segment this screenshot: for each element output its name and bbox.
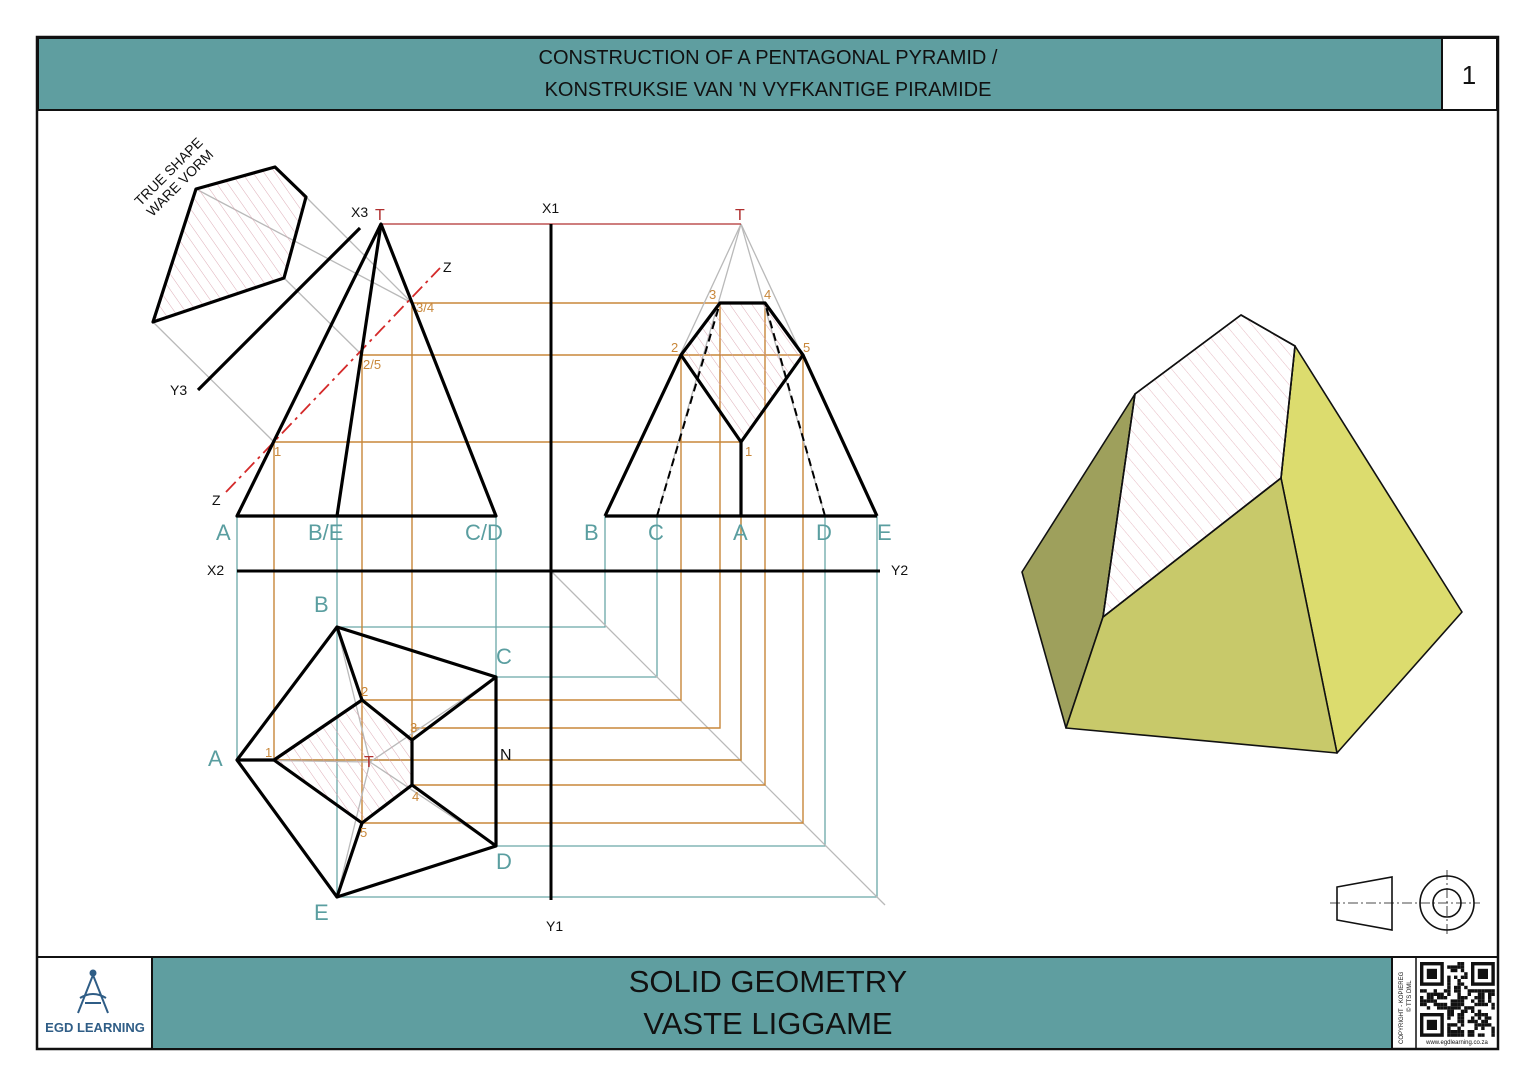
front-label-cd: C/D xyxy=(465,520,503,545)
label-z-bottom: Z xyxy=(212,492,221,508)
footer-band xyxy=(152,958,1392,1048)
side-point-3: 3 xyxy=(709,287,716,302)
qr-code-icon xyxy=(1419,961,1496,1038)
side-point-4: 4 xyxy=(764,287,771,302)
top-point-1: 1 xyxy=(265,745,272,760)
header: CONSTRUCTION OF A PENTAGONAL PYRAMID / K… xyxy=(37,37,1498,111)
logo-text: EGD LEARNING xyxy=(45,1020,145,1035)
side-section xyxy=(679,301,805,444)
title-line-2: KONSTRUKSIE VAN 'N VYFKANTIGE PIRAMIDE xyxy=(545,79,992,101)
label-y1: Y1 xyxy=(546,918,563,934)
side-apex-label: T xyxy=(735,207,745,224)
footer: SOLID GEOMETRY VASTE LIGGAME EGD LEARNIN… xyxy=(37,956,1498,1049)
title-line-1: CONSTRUCTION OF A PENTAGONAL PYRAMID / xyxy=(539,47,998,69)
reference-axes: X1 Y1 X2 Y2 X3 Y3 Z Z xyxy=(170,200,908,934)
side-label-d: D xyxy=(816,520,832,545)
front-view: T A B/E C/D 1 2/5 3/4 xyxy=(216,207,503,545)
side-label-c: C xyxy=(648,520,664,545)
top-label-c: C xyxy=(496,644,512,669)
pictorial-solid xyxy=(1021,314,1463,754)
front-label-be: B/E xyxy=(308,520,343,545)
label-y3: Y3 xyxy=(170,382,187,398)
footer-line-1: SOLID GEOMETRY xyxy=(629,964,908,999)
copyright-text: COPYRIGHT - KOPIEREG xyxy=(1399,971,1405,1044)
front-label-a: A xyxy=(216,520,231,545)
top-label-e: E xyxy=(314,900,329,925)
label-y2: Y2 xyxy=(891,562,908,578)
sheet-number: 1 xyxy=(1462,60,1476,90)
cutting-plane xyxy=(225,267,441,493)
side-label-e: E xyxy=(877,520,892,545)
axis-x3-y3 xyxy=(196,226,362,392)
website-text: www.egdlearning.co.za xyxy=(1425,1040,1488,1046)
label-x2: X2 xyxy=(207,562,224,578)
top-label-n: N xyxy=(500,747,512,764)
side-point-1: 1 xyxy=(745,444,752,459)
label-x1: X1 xyxy=(542,200,559,216)
top-point-2: 2 xyxy=(361,684,368,699)
side-label-b: B xyxy=(584,520,599,545)
front-point-25: 2/5 xyxy=(363,357,381,372)
top-label-a: A xyxy=(208,746,223,771)
label-x3: X3 xyxy=(351,204,368,220)
true-shape-section xyxy=(151,165,308,324)
top-label-d: D xyxy=(496,849,512,874)
front-apex-label: T xyxy=(375,207,385,224)
side-point-2: 2 xyxy=(671,340,678,355)
footer-line-2: VASTE LIGGAME xyxy=(643,1006,892,1041)
top-label-b: B xyxy=(314,592,329,617)
side-point-5: 5 xyxy=(803,340,810,355)
side-label-a: A xyxy=(733,520,748,545)
copyright-text-2: © TTS DML xyxy=(1406,980,1413,1012)
front-point-34: 3/4 xyxy=(416,300,434,315)
front-point-1: 1 xyxy=(274,444,281,459)
egd-logo: EGD LEARNING xyxy=(45,969,145,1035)
solid-cut-hatch xyxy=(1102,314,1296,618)
top-point-3: 3 xyxy=(410,720,417,735)
compass-icon xyxy=(77,969,109,1014)
first-angle-projection-icon xyxy=(1330,870,1480,936)
top-apex-label: T xyxy=(364,754,374,771)
top-point-4: 4 xyxy=(412,789,419,804)
top-view: T A B C D E N 1 2 3 4 5 xyxy=(208,592,512,925)
top-section xyxy=(272,698,414,825)
label-z-top: Z xyxy=(443,259,452,275)
top-point-5: 5 xyxy=(360,825,367,840)
true-shape-view: TRUE SHAPE WARE VORM xyxy=(131,134,308,324)
side-view: T B C A D E 1 2 3 4 5 xyxy=(584,207,892,545)
